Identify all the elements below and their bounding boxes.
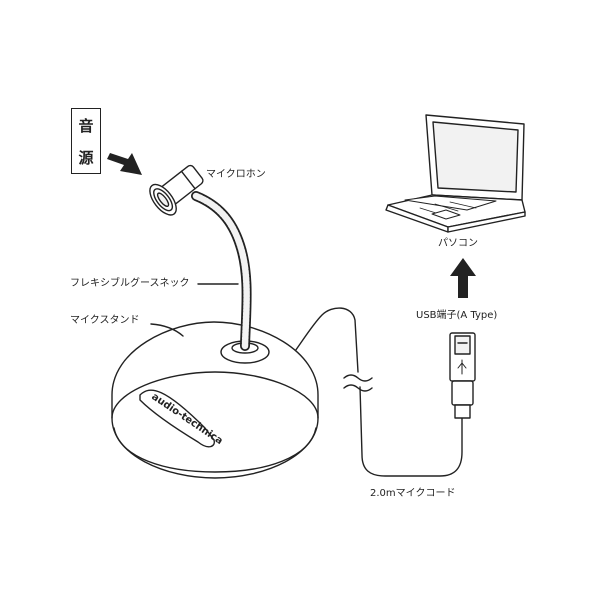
brand-plate (139, 389, 215, 448)
usb-plug (449, 332, 476, 419)
label-usb-port: USB端子(A Type) (416, 310, 498, 321)
label-cord: 2.0mマイクコード (370, 488, 456, 499)
usb-cable (289, 307, 359, 373)
label-pc: パソコン (438, 238, 478, 249)
microphone-head (149, 164, 204, 216)
sound-source-char-2: 源 (78, 148, 94, 167)
sound-source-arrow (107, 153, 142, 175)
usb-to-pc-arrow (450, 258, 476, 298)
flexible-gooseneck-core (192, 192, 250, 350)
mic-stand-base-lower-rim (113, 427, 317, 473)
leader-mic-stand (150, 323, 184, 337)
mic-stand-base-rim (111, 371, 319, 419)
sound-source-box: 音 源 (71, 108, 101, 174)
label-mic-stand: マイクスタンド (70, 315, 140, 326)
label-flexible-neck: フレキシブルグースネック (70, 278, 190, 289)
sound-source-char-1: 音 (78, 116, 94, 135)
label-microphone: マイクロホン (206, 169, 266, 180)
cable-break-mark (343, 374, 373, 392)
usb-cable-lower (359, 386, 463, 477)
laptop (385, 114, 526, 233)
